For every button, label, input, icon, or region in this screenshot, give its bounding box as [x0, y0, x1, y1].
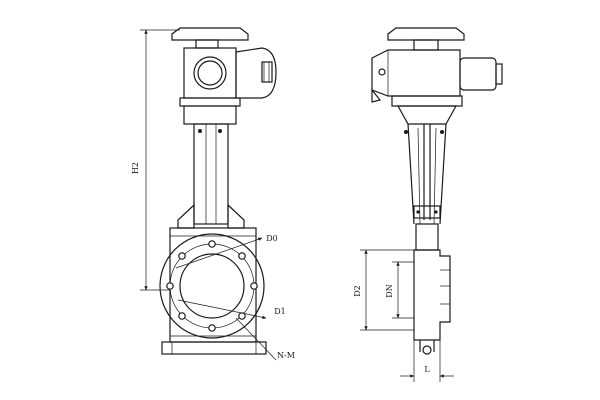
front-motor-cap: [261, 61, 273, 83]
front-handwheel-hub: [195, 39, 219, 49]
front-yoke-bolt: [218, 129, 222, 133]
h2-label: H2: [131, 162, 140, 174]
side-yoke-bolt: [440, 130, 444, 134]
front-yoke-column: [193, 123, 229, 225]
front-view: H2 D0 D1 N-M: [131, 27, 295, 361]
d1-leader: [177, 299, 267, 319]
front-base-plate: [161, 341, 267, 355]
side-motor-cap: [495, 63, 503, 85]
front-gusset-right: [227, 203, 245, 229]
d0-label: D0: [266, 234, 278, 243]
dn-label: DN: [385, 284, 394, 297]
front-actuator-flange: [179, 97, 241, 107]
d0-leader: [175, 237, 263, 269]
nm-label: N-M: [277, 351, 295, 360]
side-view: D2 DN L: [353, 27, 503, 382]
front-yoke-bolt: [198, 129, 202, 133]
side-bonnet: [415, 223, 439, 251]
front-actuator-housing: [183, 47, 237, 99]
side-gate-eye: [422, 345, 432, 355]
front-handwheel: [171, 27, 249, 41]
side-actuator-knob: [378, 68, 386, 76]
front-actuator-port-outer: [193, 56, 227, 90]
side-lever: [371, 88, 382, 103]
side-stem-nut: [413, 205, 441, 219]
front-actuator-port-inner: [197, 60, 223, 86]
nm-leader: [235, 317, 277, 361]
d1-label: D1: [274, 307, 286, 316]
front-gusset-left: [177, 203, 195, 229]
side-adapter: [396, 105, 458, 125]
front-bolt-holes: [166, 240, 258, 332]
front-bore: [179, 253, 245, 319]
side-valve-body: [413, 249, 451, 341]
front-yoke-top: [183, 105, 237, 125]
d2-label: D2: [353, 285, 362, 297]
side-handwheel: [387, 27, 465, 41]
side-actuator-flange: [391, 95, 463, 107]
side-handwheel-hub: [413, 39, 439, 51]
front-flange-outer: [159, 233, 265, 339]
l-label: L: [424, 365, 430, 374]
side-yoke-bolt: [404, 130, 408, 134]
side-motor: [459, 57, 497, 91]
front-motor-side: [235, 47, 277, 99]
